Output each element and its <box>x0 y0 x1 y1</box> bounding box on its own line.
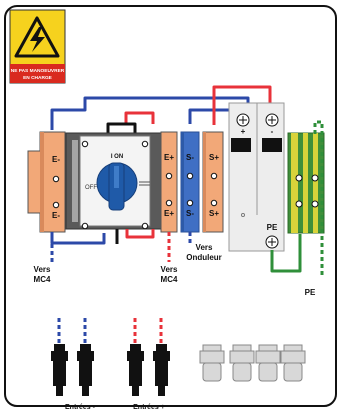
warning-text-line2: EN CHARGE <box>23 75 53 81</box>
cable-gland-icon <box>255 344 281 382</box>
screw-icon <box>141 222 149 230</box>
terminal-label-e-plus-top: E+ <box>164 153 174 162</box>
screw-icon <box>210 172 218 180</box>
screw-icon <box>165 199 173 207</box>
screw-icon <box>141 140 149 148</box>
blue-wire-s-minus-top <box>188 108 234 124</box>
screw-icon <box>186 199 194 207</box>
screw-icon <box>81 222 89 230</box>
terminal-label-s-minus-top: S- <box>186 153 194 162</box>
screw-icon <box>81 140 89 148</box>
terminal-block-s-plus: S+ S+ <box>202 131 224 233</box>
mc4-connector-icon <box>77 344 94 396</box>
terminal-block-e-plus: E+ E+ <box>160 131 178 233</box>
label-vers-mc4-mid-2: MC4 <box>161 275 178 284</box>
terminal-label-s-plus-top: S+ <box>209 153 219 162</box>
terminal-label-e-minus-top: E- <box>52 155 60 164</box>
blue-wire-e-minus-bottom <box>50 232 106 245</box>
dashed-wire-pe-external <box>313 120 324 276</box>
warning-sign: NE PAS MANOEUVRER EN CHARGE <box>9 9 66 84</box>
red-wire-e-plus-top <box>124 111 155 124</box>
switch-off-label: OFF <box>85 185 97 191</box>
screw-icon <box>52 201 60 209</box>
mc4-leads <box>57 318 163 344</box>
screw-icon <box>52 175 60 183</box>
label-vers-mc4-mid-1: Vers <box>161 265 178 274</box>
red-wire-e-plus-bottom <box>125 229 155 239</box>
diagram-labels: Vers MC4 Vers MC4 Vers Onduleur PE Entré… <box>34 243 316 411</box>
terminal-block-s-minus: S- S- <box>180 131 200 233</box>
warning-text-line1: NE PAS MANOEUVRER <box>11 68 65 74</box>
cable-gland-icon <box>199 344 225 382</box>
label-vers-mc4-left-2: MC4 <box>34 275 51 284</box>
cable-gland-icon <box>229 344 255 382</box>
black-wire-switch-top <box>106 122 137 133</box>
mc4-connector-icon <box>127 344 144 396</box>
screw-icon <box>241 213 245 217</box>
screw-icon <box>186 172 194 180</box>
red-wire-spd-plus <box>212 85 272 125</box>
spd-minus-label: - <box>271 127 274 136</box>
terminal-label-e-minus-bottom: E- <box>52 211 60 220</box>
spd-pe-label: PE <box>267 223 278 232</box>
screw-icon <box>295 200 303 208</box>
blue-wire-e-minus-top <box>50 96 250 130</box>
spd-plus-label: + <box>241 127 246 136</box>
dc-isolator-switch: I ON OFF <box>65 132 162 230</box>
label-entrees-minus: Entrées - <box>65 404 96 411</box>
label-vers-mc4-left-1: Vers <box>34 265 51 274</box>
screw-icon <box>165 172 173 180</box>
green-wire-pe <box>270 234 302 273</box>
top-wiring <box>50 85 272 133</box>
screw-icon <box>295 174 303 182</box>
earth-terminal-block <box>287 132 325 234</box>
mc4-connector-icon <box>51 344 68 396</box>
terminal-label-e-plus-bottom: E+ <box>164 209 174 218</box>
screw-icon <box>210 199 218 207</box>
cable-glands <box>199 344 306 382</box>
surge-protector: + - PE <box>228 102 285 252</box>
label-vers-onduleur-2: Onduleur <box>186 253 222 262</box>
lightning-bolt-icon <box>30 27 45 52</box>
bottom-wiring <box>50 120 324 276</box>
screw-icon <box>311 174 319 182</box>
cable-gland-icon <box>280 344 306 382</box>
screw-icon <box>311 200 319 208</box>
mc4-connectors <box>51 344 170 396</box>
label-entrees-plus: Entrées + <box>133 404 165 411</box>
terminal-label-s-minus-bottom: S- <box>186 209 194 218</box>
switch-on-label: I ON <box>111 154 123 160</box>
mc4-connector-icon <box>153 344 170 396</box>
label-pe: PE <box>305 288 316 297</box>
label-vers-onduleur-1: Vers <box>196 243 213 252</box>
terminal-label-s-plus-bottom: S+ <box>209 209 219 218</box>
terminal-block-e-minus: E- E- <box>27 131 66 233</box>
